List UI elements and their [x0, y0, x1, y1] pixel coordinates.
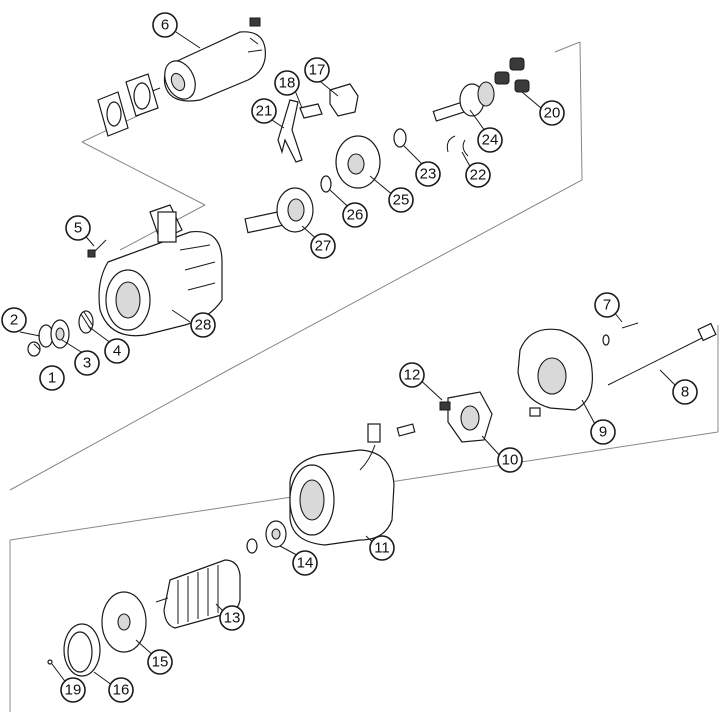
svg-text:16: 16	[113, 682, 130, 699]
callout-3: 3	[74, 350, 100, 376]
svg-text:4: 4	[113, 343, 121, 360]
svg-text:9: 9	[599, 424, 607, 441]
svg-text:7: 7	[603, 297, 611, 314]
svg-text:22: 22	[470, 167, 487, 184]
callout-28: 28	[190, 312, 216, 338]
bearing-washer-part	[246, 520, 287, 554]
rear-end-frame-part	[517, 328, 593, 417]
svg-text:25: 25	[393, 192, 410, 209]
brush-holder-part	[396, 391, 493, 443]
callout-25: 25	[388, 187, 414, 213]
callout-11: 11	[369, 535, 395, 561]
callout-23: 23	[415, 161, 441, 187]
svg-text:24: 24	[482, 132, 499, 149]
armature-part	[155, 559, 241, 629]
assembly-guide-lines	[9, 41, 719, 712]
callout-27: 27	[310, 233, 336, 259]
callout-18: 18	[274, 70, 300, 96]
svg-text:5: 5	[74, 220, 82, 237]
svg-text:15: 15	[152, 654, 169, 671]
svg-text:2: 2	[10, 312, 18, 329]
callout-5: 5	[65, 215, 91, 241]
svg-text:6: 6	[161, 17, 169, 34]
svg-text:28: 28	[195, 317, 212, 334]
callout-1: 1	[39, 365, 65, 391]
svg-text:11: 11	[374, 540, 390, 557]
bolt-part	[87, 239, 107, 258]
drive-housing-part	[98, 204, 223, 337]
callout-17: 17	[304, 57, 330, 83]
svg-text:10: 10	[502, 452, 519, 469]
svg-text:1: 1	[48, 370, 56, 387]
callout-14: 14	[292, 550, 318, 576]
svg-text:21: 21	[256, 103, 273, 120]
callout-26: 26	[342, 202, 368, 228]
svg-text:3: 3	[83, 355, 91, 372]
svg-text:19: 19	[65, 682, 82, 699]
bearing-cover-part	[320, 128, 469, 193]
svg-text:26: 26	[347, 207, 364, 224]
callout-7: 7	[594, 292, 620, 318]
callout-8: 8	[672, 379, 698, 405]
pinion-gear-set	[27, 310, 94, 357]
callout-21: 21	[251, 98, 277, 124]
end-cover-part	[47, 591, 147, 677]
through-bolt-part	[607, 322, 717, 386]
solenoid-part	[97, 17, 266, 137]
svg-text:13: 13	[224, 610, 241, 627]
callout-2: 2	[1, 307, 27, 333]
callout-10: 10	[497, 447, 523, 473]
svg-text:17: 17	[309, 62, 326, 79]
callout-22: 22	[465, 162, 491, 188]
callout-labels: 1 2 3 4 5 6 7 8 9 10 11 12 13 14 15 16 1…	[1, 12, 698, 703]
svg-text:8: 8	[681, 384, 689, 401]
callout-6: 6	[152, 12, 178, 38]
callout-20: 20	[539, 100, 565, 126]
callout-16: 16	[108, 677, 134, 703]
yoke-part	[289, 423, 395, 546]
svg-text:14: 14	[297, 555, 314, 572]
svg-text:27: 27	[315, 238, 332, 255]
planetary-gear-parts	[432, 57, 530, 122]
svg-text:12: 12	[404, 367, 421, 384]
callout-15: 15	[147, 649, 173, 675]
callout-12: 12	[399, 362, 425, 388]
callout-13: 13	[219, 605, 245, 631]
svg-text:20: 20	[544, 105, 561, 122]
svg-text:23: 23	[420, 166, 437, 183]
svg-text:18: 18	[279, 75, 296, 92]
shift-lever-parts	[277, 83, 359, 163]
callout-19: 19	[60, 677, 86, 703]
clutch-shaft-part	[244, 187, 314, 234]
callout-9: 9	[590, 419, 616, 445]
screw-part	[602, 322, 639, 346]
callout-4: 4	[104, 338, 130, 364]
callout-24: 24	[477, 127, 503, 153]
